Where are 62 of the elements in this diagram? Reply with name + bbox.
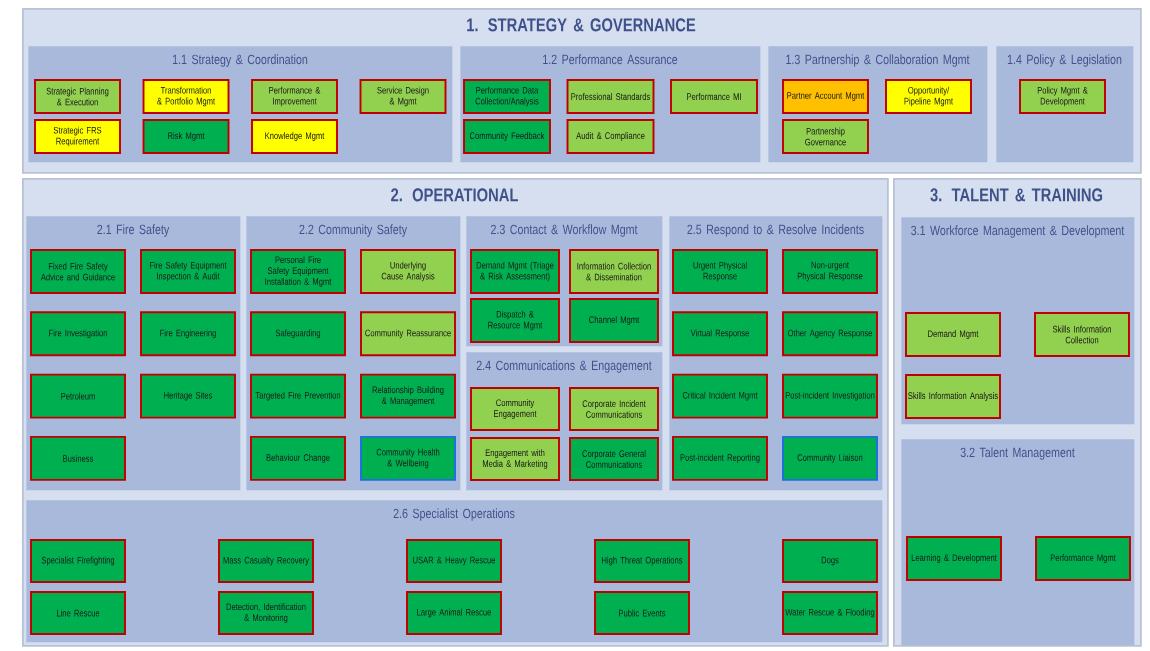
capability-box: Demand Mgmt (Triage & Risk Assessment) [470,249,560,294]
capability-box: Business [30,435,126,481]
capability-box: Information Collection & Dissemination [569,249,659,294]
capability-box: Fire Safety Equipment Inspection & Audit [140,249,236,294]
capability-box: Fixed Fire Safety Advice and Guidance [30,249,126,294]
capability-box: Policy Mgmt & Development [1019,79,1106,114]
capability-box: Engagement with Media & Marketing [470,437,560,481]
capability-box: Urgent Physical Response [672,249,768,294]
capability-box: Dogs [782,539,878,583]
capability-box: Corporate General Communications [569,437,659,481]
capability-box: Specialist Firefighting [30,539,126,583]
capability-box: Performance MI [670,79,758,114]
capability-box: Post-incident Reporting [672,435,768,481]
capability-box: Community Reassurance [360,311,456,357]
capability-box: Knowledge Mgmt [251,119,338,154]
capability-box: Community Feedback [463,119,551,154]
capability-box: Detection, Identification & Monitoring [218,591,314,635]
capability-box: Water Rescue & Flooding [782,591,878,635]
capability-box: Dispatch & Resource Mgmt [470,298,560,343]
capability-box: Virtual Response [672,311,768,357]
capability-box: High Threat Operations [594,539,690,583]
capability-box: Performance Mgmt [1035,536,1131,581]
capability-box: Community Liaison [782,435,878,481]
capability-box: Fire Engineering [140,311,236,357]
capability-box: Underlying Cause Analysis [360,249,456,294]
capability-box: Transformation & Portfolio Mgmt [142,79,230,114]
capability-box: Corporate Incident Communications [569,387,659,431]
capability-box: Learning & Development [906,536,1002,581]
capability-box: Community Engagement [470,387,560,431]
capability-box: Partner Account Mgmt [782,79,869,114]
capability-box: Professional Standards [566,79,655,114]
capability-box: Strategic FRS Requirement [34,119,121,154]
capability-box: Strategic Planning & Execution [34,79,121,114]
capability-box: Behaviour Change [250,435,346,481]
capability-box: Targeted Fire Prevention [250,373,346,419]
capability-box: Personal Fire Safety Equipment Installation & Mgmt [250,249,346,294]
capability-box: Community Health & Wellbeing [360,435,456,481]
capability-box: Skills Information Analysis [905,374,1001,419]
capability-box: Post-incident Investigation [782,373,878,419]
capability-box: Performance Data Collection/Analysis [463,79,551,114]
capability-box: Safeguarding [250,311,346,357]
capability-box: Petroleum [30,373,126,419]
capability-box: Partnership Governance [782,119,869,154]
capability-box: Other Agency Response [782,311,878,357]
capability-box: Non-urgent Physical Response [782,249,878,294]
capability-box: Public Events [594,591,690,635]
capability-box: Channel Mgmt [569,298,659,343]
capability-box: Fire Investigation [30,311,126,357]
capability-box: Service Design & Mgmt [359,79,447,114]
capability-box: Large Animal Rescue [406,591,502,635]
capability-box: Heritage Sites [140,373,236,419]
capability-box: Mass Casualty Recovery [218,539,314,583]
capability-box: Demand Mgmt [905,312,1001,357]
capability-box: Audit & Compliance [566,119,655,154]
capability-box: Opportunity/ Pipeline Mgmt [885,79,972,114]
capability-box: USAR & Heavy Rescue [406,539,502,583]
capability-box: Line Rescue [30,591,126,635]
capability-box: Performance & Improvement [251,79,338,114]
capability-box: Relationship Building & Management [360,373,456,419]
capability-box: Risk Mgmt [142,119,230,154]
capability-box: Skills Information Collection [1034,312,1130,357]
capability-box: Critical Incident Mgmt [672,373,768,419]
